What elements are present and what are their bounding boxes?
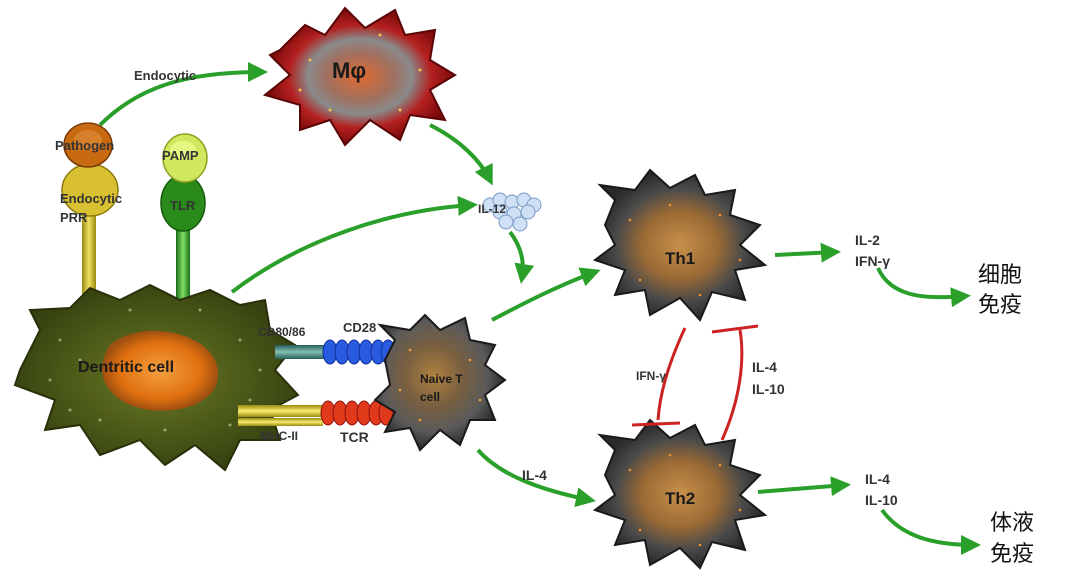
th2-label: Th2 [665, 489, 695, 508]
arrow-naive-to-th1 [491, 267, 601, 322]
cd80-86-label: CD80/86 [258, 325, 306, 339]
humoral-immunity-label-1: 体液 [990, 511, 1034, 536]
naive-t-label-2: cell [420, 390, 440, 404]
th2-out-label-1: IL-4 [865, 471, 890, 487]
arrow-th1-out [774, 242, 841, 263]
humoral-immunity-label-2: 免疫 [990, 542, 1034, 567]
il12-label: IL-12 [478, 202, 506, 216]
th2-out-label-2: IL-10 [865, 492, 898, 508]
macrophage-cell [262, 6, 457, 147]
macrophage-label: Mφ [332, 58, 366, 83]
cd28-label: CD28 [343, 320, 376, 335]
endocytic-prr-label-2: PRR [60, 210, 88, 225]
inhibit-th2-to-th1 [720, 329, 744, 441]
mhc-ii-label: MHC-II [260, 429, 298, 443]
pathogen-label: Pathogen [55, 138, 114, 153]
arrow-il12-to-naive [508, 230, 535, 284]
dendritic-cell-label: Dentritic cell [78, 359, 174, 376]
arrows [98, 62, 981, 555]
naive-t-label-1: Naive T [420, 372, 463, 386]
endocytic-prr-label-1: Endocytic [60, 191, 122, 206]
cellular-immunity-label-2: 免疫 [978, 293, 1022, 318]
arrow-pathogen-to-macrophage [98, 62, 268, 127]
endocytic-arrow-label: Endocytic [134, 68, 196, 83]
tlr-receptor [160, 133, 208, 305]
il4-to-th2-label: IL-4 [522, 467, 547, 483]
tlr-label: TLR [170, 198, 196, 213]
th2-cell [592, 418, 768, 570]
arrow-th2-out [757, 476, 851, 497]
il4-inhibit-label-2: IL-10 [752, 381, 785, 397]
il4-inhibit-label-1: IL-4 [752, 359, 777, 375]
th1-label: Th1 [665, 249, 695, 268]
inhibit-th1-to-th2 [656, 327, 687, 421]
arrow-dc-to-il12 [230, 195, 478, 294]
naive-t-cell [373, 313, 507, 452]
ifn-inhibit-label: IFN-γ [636, 369, 666, 383]
th1-out-label-1: IL-2 [855, 232, 880, 248]
arrow-macrophage-to-il12 [429, 123, 493, 186]
arrow-th2-to-humoral [880, 508, 981, 555]
tcr-label: TCR [340, 429, 369, 445]
dendritic-cell [13, 283, 300, 472]
endocytic-prr-receptor [61, 122, 119, 305]
th1-out-label-2: IFN-γ [855, 253, 890, 269]
pamp-label: PAMP [162, 148, 199, 163]
inhibition-lines [631, 324, 759, 441]
cellular-immunity-label-1: 细胞 [978, 263, 1022, 288]
arrow-naive-to-th2 [476, 448, 596, 508]
arrow-th1-to-cellular [876, 267, 971, 308]
mhc-tcr-bond [238, 400, 394, 426]
th1-cell [592, 168, 768, 322]
il12-cluster [482, 192, 542, 232]
